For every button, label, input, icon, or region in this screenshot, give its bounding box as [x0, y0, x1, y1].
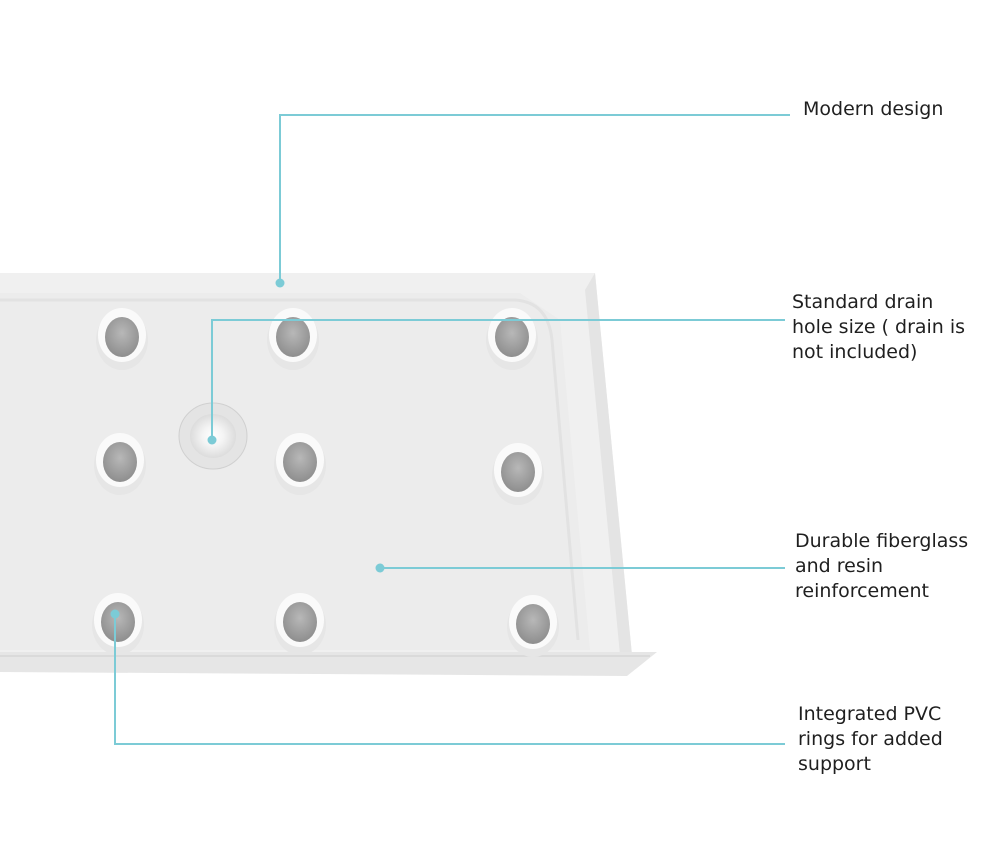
callout-modern-design: Modern design — [803, 97, 943, 122]
pvc-ring — [274, 433, 326, 495]
pvc-ring — [274, 593, 326, 655]
leader-dot — [375, 563, 385, 573]
pvc-ring — [96, 308, 148, 370]
pvc-ring — [486, 308, 538, 370]
callout-line: hole size ( drain is — [792, 316, 966, 338]
callout-line: Standard drain — [792, 291, 934, 313]
pvc-ring — [94, 433, 146, 495]
callout-line: and resin — [795, 555, 884, 577]
leader-dot — [207, 435, 217, 445]
leader-dot — [110, 609, 120, 619]
callout-drain-hole: Standard drain hole size ( drain is not … — [792, 290, 965, 365]
pvc-ring — [492, 443, 544, 505]
callout-line: Modern design — [803, 98, 944, 120]
callout-line: rings for added — [798, 728, 943, 750]
callout-line: not included) — [792, 341, 918, 363]
callout-line: Integrated PVC — [798, 703, 942, 725]
callout-pvc-rings: Integrated PVC rings for added support — [798, 702, 943, 777]
callout-line: reinforcement — [795, 580, 929, 602]
callout-fiberglass: Durable fiberglass and resin reinforceme… — [795, 529, 968, 604]
leader-modern-design — [279, 114, 790, 283]
leader-lines — [114, 114, 790, 745]
leader-drain — [211, 319, 785, 440]
pvc-rings — [92, 308, 559, 657]
leader-dot — [275, 278, 285, 288]
callout-line: Durable fiberglass — [795, 530, 969, 552]
pvc-ring — [507, 595, 559, 657]
pvc-ring — [267, 308, 319, 370]
leader-pvc — [114, 614, 785, 745]
pvc-ring — [92, 593, 144, 655]
callout-line: support — [798, 753, 871, 775]
